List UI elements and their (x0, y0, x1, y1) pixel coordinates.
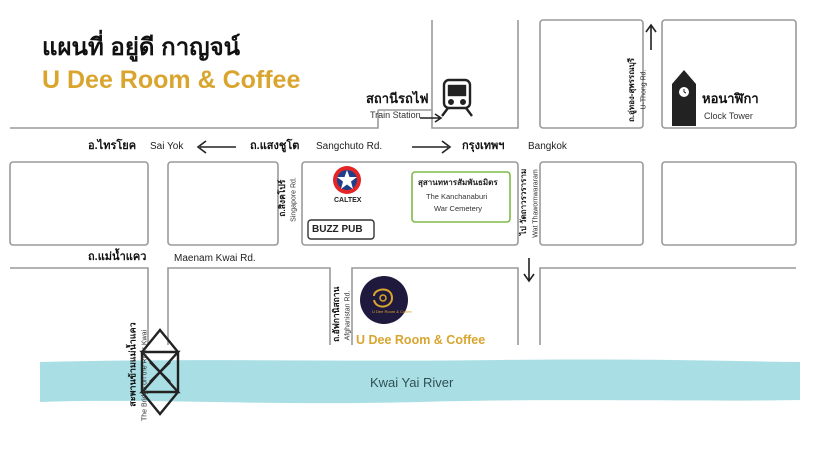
block (10, 110, 379, 129)
title-thai: แผนที่ อยู่ดี กาญจน์ (42, 34, 241, 61)
buzz-pub-box (307, 219, 375, 240)
caltex-label: CALTEX (334, 197, 362, 204)
caltex-icon (333, 166, 361, 194)
clock-tower-icon (672, 70, 696, 126)
block (431, 20, 519, 129)
udee-logo (360, 276, 408, 324)
road-saengchuto-thai: ถ.แสงชูโต (250, 140, 300, 152)
road-afghanistan: Afghanistan Rd. (344, 290, 352, 341)
road-thawon: Wat Thawornwararam (532, 169, 540, 238)
road-saengchuto: Sangchuto Rd. (316, 141, 383, 152)
bridge-label: The Bridge on the River Kwai (141, 329, 149, 422)
clock-tower-label: Clock Tower (704, 111, 753, 121)
train-icon (441, 78, 473, 117)
river (40, 359, 800, 404)
arrow-down-icon (523, 258, 535, 283)
buzz-pub-label: BUZZ PUB (312, 224, 363, 235)
road-bangkok: Bangkok (528, 141, 567, 152)
block (539, 19, 644, 129)
train-station-label-thai: สถานีรถไฟ (366, 91, 429, 106)
udee-logo-text: U Dee Room & Coffee (372, 309, 412, 314)
title-english: U Dee Room & Coffee (42, 66, 301, 94)
block (539, 267, 796, 345)
cemetery-label-2: War Cemetery (434, 204, 483, 213)
cemetery-label-1: The Kanchanaburi (426, 192, 488, 201)
block (167, 267, 331, 345)
block (661, 161, 797, 246)
river-label: Kwai Yai River (370, 375, 454, 390)
road-sai-yok: Sai Yok (150, 141, 184, 152)
block (9, 161, 149, 246)
arrow-right-icon (412, 140, 452, 154)
arrow-up-icon (645, 23, 657, 50)
train-station-label: Train Station (370, 110, 421, 120)
cemetery-box (411, 171, 511, 223)
road-uthong-thai: ถ.อู่ทอง-สุพรรณบุรี (627, 57, 636, 123)
road-afghanistan-thai: ถ.อัฟกานิสถาน (330, 286, 341, 342)
bridge-label-thai: สะพานข้ามแม่น้ำแคว (127, 322, 138, 407)
road-singapore: Singapore Rd. (290, 177, 298, 222)
block (351, 267, 519, 345)
road-thawon-thai: ไป วัดถาวรวราราม (519, 168, 528, 236)
cemetery-label-thai: สุสานทหารสัมพันธมิตร (418, 178, 498, 187)
road-maenam-kwai: Maenam Kwai Rd. (174, 253, 256, 264)
road-sai-yok-thai: อ.ไทรโยค (88, 140, 137, 152)
block (10, 267, 149, 345)
udee-location-label: U Dee Room & Coffee (356, 333, 486, 347)
block (167, 161, 279, 246)
arrow-right-small-icon (420, 113, 443, 123)
arrow-left-icon (196, 140, 236, 154)
clock-tower-label-thai: หอนาฬิกา (702, 91, 759, 106)
road-singapore-thai: ถ.สิงคโปร์ (276, 179, 287, 217)
road-maenam-kwai-thai: ถ.แม่น้ำแคว (88, 251, 147, 263)
bridge-on-river-kwai (139, 328, 181, 416)
road-uthong: U-Thong Rd. (640, 69, 648, 110)
road-bangkok-thai: กรุงเทพฯ (462, 140, 505, 152)
block (539, 161, 644, 246)
